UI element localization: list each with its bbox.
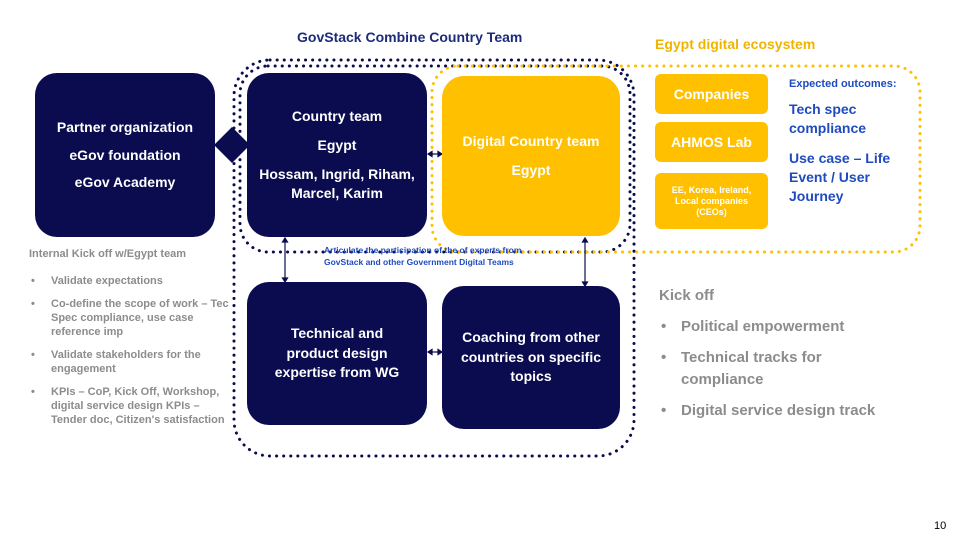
ahmos-lab-box: AHMOS Lab <box>655 122 768 162</box>
list-item: •Political empowerment <box>661 318 845 335</box>
list-item: •Validate stakeholders for the engagemen… <box>31 349 201 375</box>
country-team-frame <box>232 58 636 458</box>
partner-line-2: eGov foundation <box>69 146 181 163</box>
coaching-box: Coaching from other countries on specifi… <box>442 286 620 429</box>
outcome-tech-spec: Tech spec compliance <box>789 101 867 136</box>
kickoff-list: •Political empowerment •Technical tracks… <box>659 316 889 431</box>
country-team-box: Country team Egypt Hossam, Ingrid, Riham… <box>247 73 427 237</box>
ecosystem-title: Egypt digital ecosystem <box>655 36 816 52</box>
country-team-line-3: Hossam, Ingrid, Riham, Marcel, Karim <box>259 166 415 201</box>
kickoff-title: Kick off <box>659 287 715 304</box>
partner-line-1: Partner organization <box>56 118 194 135</box>
page-number: 10 <box>934 520 947 532</box>
list-item: •Technical tracks for compliance <box>661 349 822 388</box>
team-title: GovStack Combine Country Team <box>297 29 523 45</box>
coaching-label: Coaching from other countries on specifi… <box>460 329 602 385</box>
country-team-line-1: Country team <box>291 108 383 125</box>
outcomes-title: Expected outcomes: <box>789 78 897 90</box>
outcome-use-case: Use case – Life Event / User Journey <box>789 150 891 204</box>
list-item: •Validate expectations <box>31 275 163 287</box>
partner-connector-diamond <box>214 127 250 163</box>
technical-expertise-box: Technical and product design expertise f… <box>247 282 427 425</box>
companies-box: Companies <box>655 74 768 114</box>
country-team-line-2: Egypt <box>317 137 357 154</box>
upper-team-frame <box>238 64 632 254</box>
digital-team-line-2: Egypt <box>511 162 551 178</box>
partner-line-3: eGov Academy <box>74 174 176 191</box>
internal-kickoff-list: •Validate expectations •Co-define the sc… <box>29 274 234 436</box>
articulate-note: Articulate the participation of the of e… <box>324 245 522 267</box>
digital-team-line-1: Digital Country team <box>462 133 600 150</box>
ee-companies-box: EE, Korea, Ireland, Local companies (CEO… <box>655 173 768 229</box>
list-item: •KPIs – CoP, Kick Off, Workshop, digital… <box>31 386 225 426</box>
list-item: •Co-define the scope of work – Tec Spec … <box>31 298 229 338</box>
technical-label: Technical and product design expertise f… <box>274 325 400 381</box>
list-item: •Digital service design track <box>661 402 876 419</box>
internal-kickoff-title: Internal Kick off w/Egypt team <box>29 248 187 260</box>
partner-organization-box: Partner organization eGov foundation eGo… <box>35 73 215 237</box>
digital-country-team-box: Digital Country team Egypt <box>442 76 620 236</box>
